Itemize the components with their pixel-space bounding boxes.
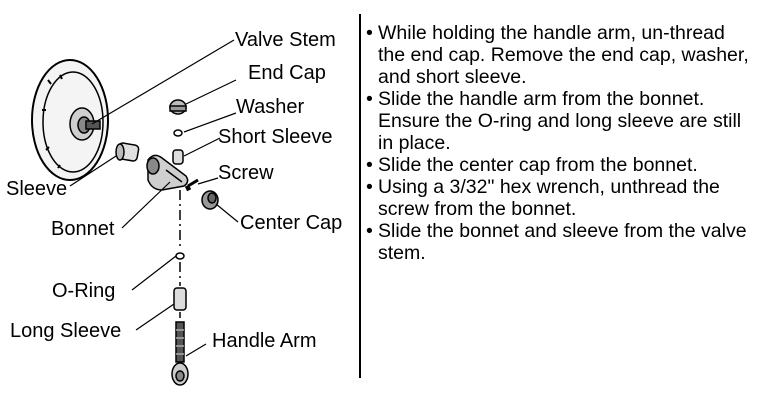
label-bonnet: Bonnet (51, 218, 115, 240)
label-screw: Screw (218, 162, 274, 184)
label-sleeve: Sleeve (6, 178, 68, 200)
exploded-diagram: Valve Stem End Cap Washer Short Sleeve S… (0, 0, 360, 400)
instruction-step: Slide the handle arm from the bonnet. En… (366, 88, 754, 154)
label-valve-stem: Valve Stem (235, 29, 336, 51)
label-washer: Washer (236, 96, 305, 118)
label-handle-arm: Handle Arm (212, 330, 317, 352)
instruction-step: Slide the center cap from the bonnet. (366, 154, 754, 176)
long-sleeve-part (173, 287, 187, 311)
label-end-cap: End Cap (248, 62, 326, 84)
short-sleeve-part (172, 149, 184, 165)
washer-part (173, 129, 183, 137)
label-short-sleeve: Short Sleeve (218, 126, 333, 148)
end-cap-part (169, 99, 187, 115)
instruction-step: While holding the handle arm, un-thread … (366, 22, 754, 88)
instruction-list: While holding the handle arm, un-thread … (366, 22, 754, 264)
label-center-cap: Center Cap (240, 212, 343, 234)
handle-arm-part (171, 321, 189, 386)
valve-stem-part (85, 120, 101, 130)
label-o-ring: O-Ring (52, 280, 116, 302)
bonnet-part (146, 154, 189, 191)
diagram-drawing (31, 39, 239, 386)
screw-part (184, 178, 199, 192)
center-cap-part (201, 190, 219, 210)
sleeve-part (115, 142, 140, 162)
instruction-step: Slide the bonnet and sleeve from the val… (366, 220, 754, 264)
label-long-sleeve: Long Sleeve (10, 320, 122, 342)
instruction-step: Using a 3/32" hex wrench, unthread the s… (366, 176, 754, 220)
o-ring-part (175, 252, 185, 260)
column-divider (359, 14, 361, 378)
escutcheon-plate (31, 59, 109, 181)
